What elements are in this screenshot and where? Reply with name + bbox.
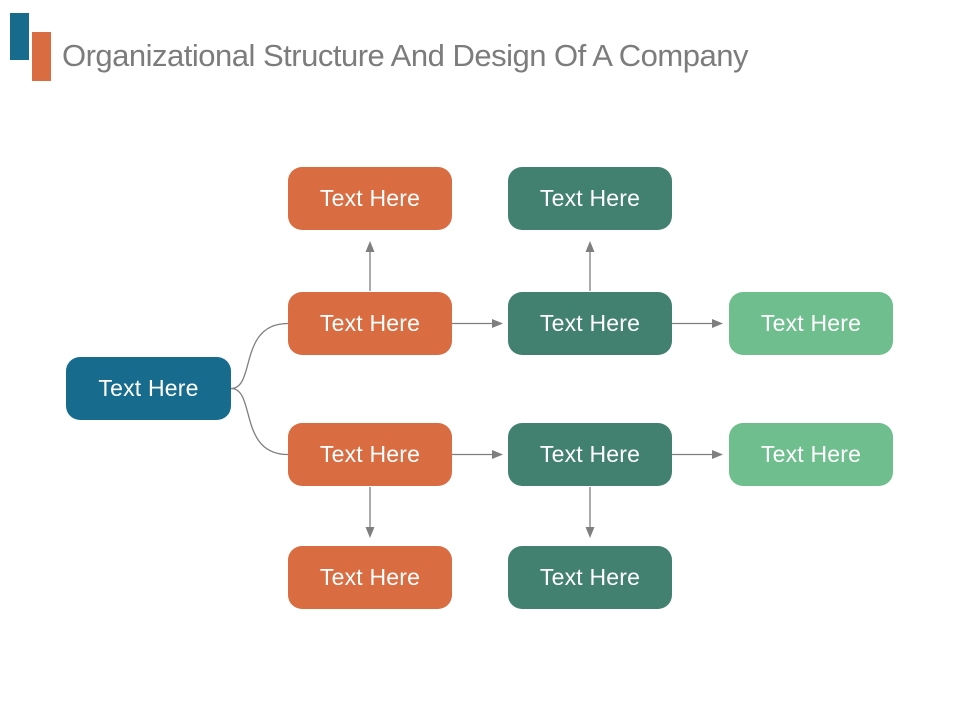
node-level3-row3: Text Here: [729, 423, 893, 486]
node-level1-row1: Text Here: [288, 167, 452, 230]
node-level1-row2: Text Here: [288, 292, 452, 355]
title-accent-orange-bar: [32, 32, 51, 81]
node-level1-row4: Text Here: [288, 546, 452, 609]
node-level2-row4: Text Here: [508, 546, 672, 609]
node-level2-row3: Text Here: [508, 423, 672, 486]
title-accent-blue-bar: [10, 13, 29, 60]
brace-connector-lower: [230, 387, 289, 456]
arrow-right-row3-col2-head: [712, 450, 723, 459]
brace-connector-upper: [230, 322, 289, 390]
node-level1-row3: Text Here: [288, 423, 452, 486]
arrow-down-col1-head: [365, 527, 375, 538]
node-level3-row2: Text Here: [729, 292, 893, 355]
arrow-right-row2-col1-head: [492, 319, 503, 328]
slide-title: Organizational Structure And Design Of A…: [62, 38, 748, 73]
arrow-up-col2-head: [585, 241, 595, 252]
arrow-up-col1-head: [365, 241, 375, 252]
node-root: Text Here: [66, 357, 231, 420]
arrow-down-col2-head: [585, 527, 595, 538]
node-level2-row2: Text Here: [508, 292, 672, 355]
arrow-right-row2-col2-head: [712, 319, 723, 328]
node-level2-row1: Text Here: [508, 167, 672, 230]
arrow-right-row3-col1-head: [492, 450, 503, 459]
